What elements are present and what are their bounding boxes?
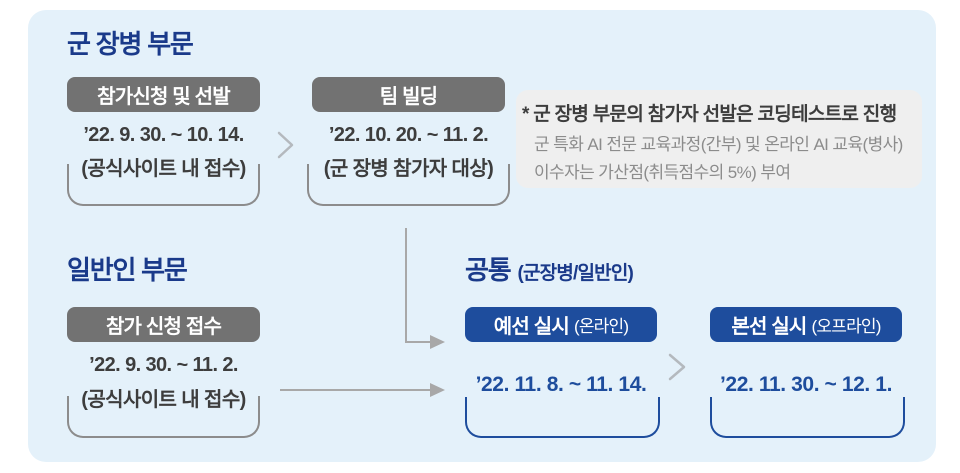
common-step-preliminary-label: 예선 실시	[493, 316, 570, 338]
common-step-final-date: ’22. 11. 30. ~ 12. 1.	[720, 373, 892, 396]
military-step-teambuilding-desc: (군 장병 참가자 대상)	[323, 158, 494, 180]
common-step-preliminary-date: ’22. 11. 8. ~ 11. 14.	[475, 373, 647, 396]
common-step-final-header: 본선 실시 (오프라인)	[710, 307, 902, 342]
common-step-final-label: 본선 실시	[731, 316, 807, 338]
selection-note-line3: 이수자는 가산점(취득점수의 5%) 부여	[534, 163, 791, 182]
military-step-application-date: ’22. 9. 30. ~ 10. 14.	[83, 124, 244, 146]
general-step-application-header: 참가 신청 접수	[67, 307, 260, 342]
general-step-application-label: 참가 신청 접수	[105, 316, 222, 338]
chevron-right-icon	[276, 130, 296, 165]
military-step-teambuilding-header: 팀 빌딩	[312, 77, 505, 112]
common-section-title-sub: (군장병/일반인)	[517, 263, 634, 284]
military-step-application-desc: (공식사이트 내 접수)	[81, 158, 246, 180]
military-step-application-label: 참가신청 및 선발	[97, 86, 231, 108]
military-step-application-bracket	[67, 164, 260, 206]
common-section-title: 공통 (군장병/일반인)	[465, 250, 634, 287]
common-step-final-sublabel: (오프라인)	[811, 317, 882, 336]
common-step-final-bracket	[710, 397, 905, 438]
common-step-preliminary-sublabel: (온라인)	[573, 317, 629, 336]
military-step-teambuilding-date: ’22. 10. 20. ~ 11. 2.	[328, 124, 489, 146]
common-step-preliminary-bracket	[465, 397, 660, 438]
military-step-teambuilding-bracket	[307, 164, 510, 206]
common-section-title-main: 공통	[465, 255, 512, 285]
common-step-preliminary-header: 예선 실시 (온라인)	[465, 307, 657, 342]
general-step-application-bracket	[67, 396, 260, 438]
general-step-application-desc: (공식사이트 내 접수)	[81, 389, 246, 411]
military-step-application-header: 참가신청 및 선발	[67, 77, 260, 112]
general-section-title: 일반인 부문	[67, 255, 188, 285]
elbow-down-right-arrow	[398, 228, 446, 355]
military-section-title: 군 장병 부문	[67, 29, 194, 59]
selection-note-box	[516, 90, 922, 188]
selection-note-line2: 군 특화 AI 전문 교육과정(간부) 및 온라인 AI 교육(병사)	[534, 135, 903, 154]
chevron-right-icon	[666, 352, 688, 387]
selection-note-line1: * 군 장병 부문의 참가자 선발은 코딩테스트로 진행	[522, 104, 897, 125]
military-step-teambuilding-label: 팀 빌딩	[379, 86, 438, 108]
general-step-application-date: ’22. 9. 30. ~ 11. 2.	[89, 354, 238, 376]
right-arrow	[280, 382, 446, 403]
